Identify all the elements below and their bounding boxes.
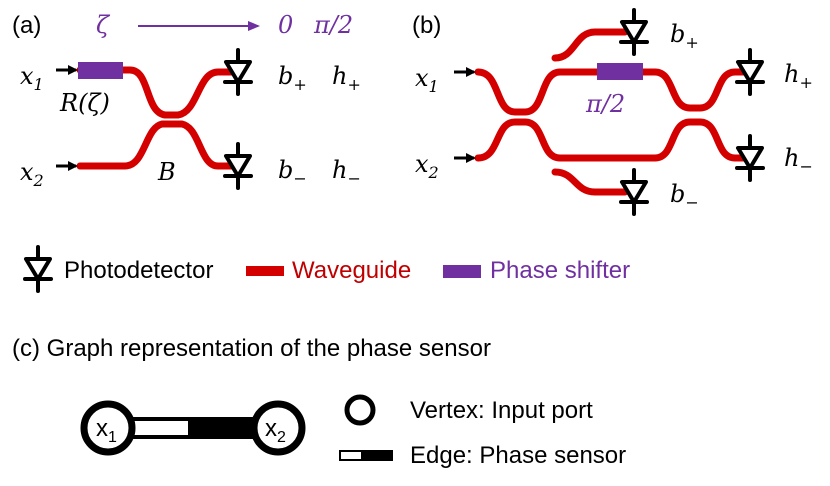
edge-legend-white [339, 450, 363, 461]
label-h-minus-a: h− [332, 156, 361, 188]
waveguide-b-tap-top [551, 28, 629, 62]
edge-legend-black [361, 450, 393, 461]
vertex-x1-label: x1 [96, 415, 117, 446]
label-x1-b: x1 [415, 64, 439, 96]
label-pi-half-b: π/2 [585, 90, 625, 118]
legend-photodetector: Photodetector [64, 257, 213, 284]
panel-c-label: (c) Graph representation of the phase se… [12, 335, 491, 362]
vertex-legend-icon [344, 394, 376, 426]
waveguide-b-bottom [474, 118, 749, 162]
vertex-x2-label: x2 [265, 415, 286, 446]
label-b-minus-a: b− [278, 156, 307, 188]
legend-edge: Edge: Phase sensor [410, 442, 626, 469]
edge-white-half [126, 417, 192, 439]
label-h-plus-b: h+ [784, 60, 813, 92]
panel-a: (a) ζ 0 π/2 x1 x2 R(ζ) B b+ h+ b− h− [12, 11, 361, 190]
label-b-minus-b: b− [670, 180, 699, 212]
edge-black-half [188, 417, 258, 439]
label-x1-a: x1 [20, 62, 44, 94]
legend: Photodetector Waveguide Phase shifter [23, 245, 630, 293]
photodetector-legend-icon [23, 245, 53, 293]
label-r-zeta: R(ζ) [59, 89, 110, 117]
waveguide-legend-icon [246, 266, 284, 276]
panel-a-label: (a) [12, 12, 41, 39]
legend-vertex: Vertex: Input port [410, 397, 593, 424]
zero-value: 0 [278, 11, 293, 39]
label-beamsplitter-b: B [157, 158, 176, 186]
vertex-x1-icon [80, 400, 136, 456]
waveguide-b-tap-bottom [551, 168, 629, 196]
panel-c: (c) Graph representation of the phase se… [12, 335, 626, 469]
label-x2-a: x2 [20, 158, 44, 190]
legend-waveguide: Waveguide [292, 257, 411, 284]
waveguide-a-top [76, 66, 239, 119]
panel-b-label: (b) [412, 12, 441, 39]
label-b-plus-a: b+ [278, 62, 307, 94]
label-h-plus-a: h+ [332, 62, 361, 94]
vertex-x2-icon [250, 400, 306, 456]
label-b-plus-b: b+ [670, 20, 699, 52]
phase-shifter-a [78, 62, 123, 79]
legend-phase-shifter: Phase shifter [490, 257, 630, 284]
zeta-symbol: ζ [96, 11, 111, 39]
phase-shifter-b [597, 63, 643, 80]
phase-shifter-legend-icon [443, 265, 481, 278]
pi-half-value: π/2 [313, 11, 353, 39]
panel-b: (b) π/2 x1 x2 b+ b− h+ h− [412, 8, 813, 216]
label-h-minus-b: h− [784, 144, 813, 176]
label-x2-b: x2 [415, 150, 439, 182]
waveguide-a-bottom [76, 120, 239, 170]
